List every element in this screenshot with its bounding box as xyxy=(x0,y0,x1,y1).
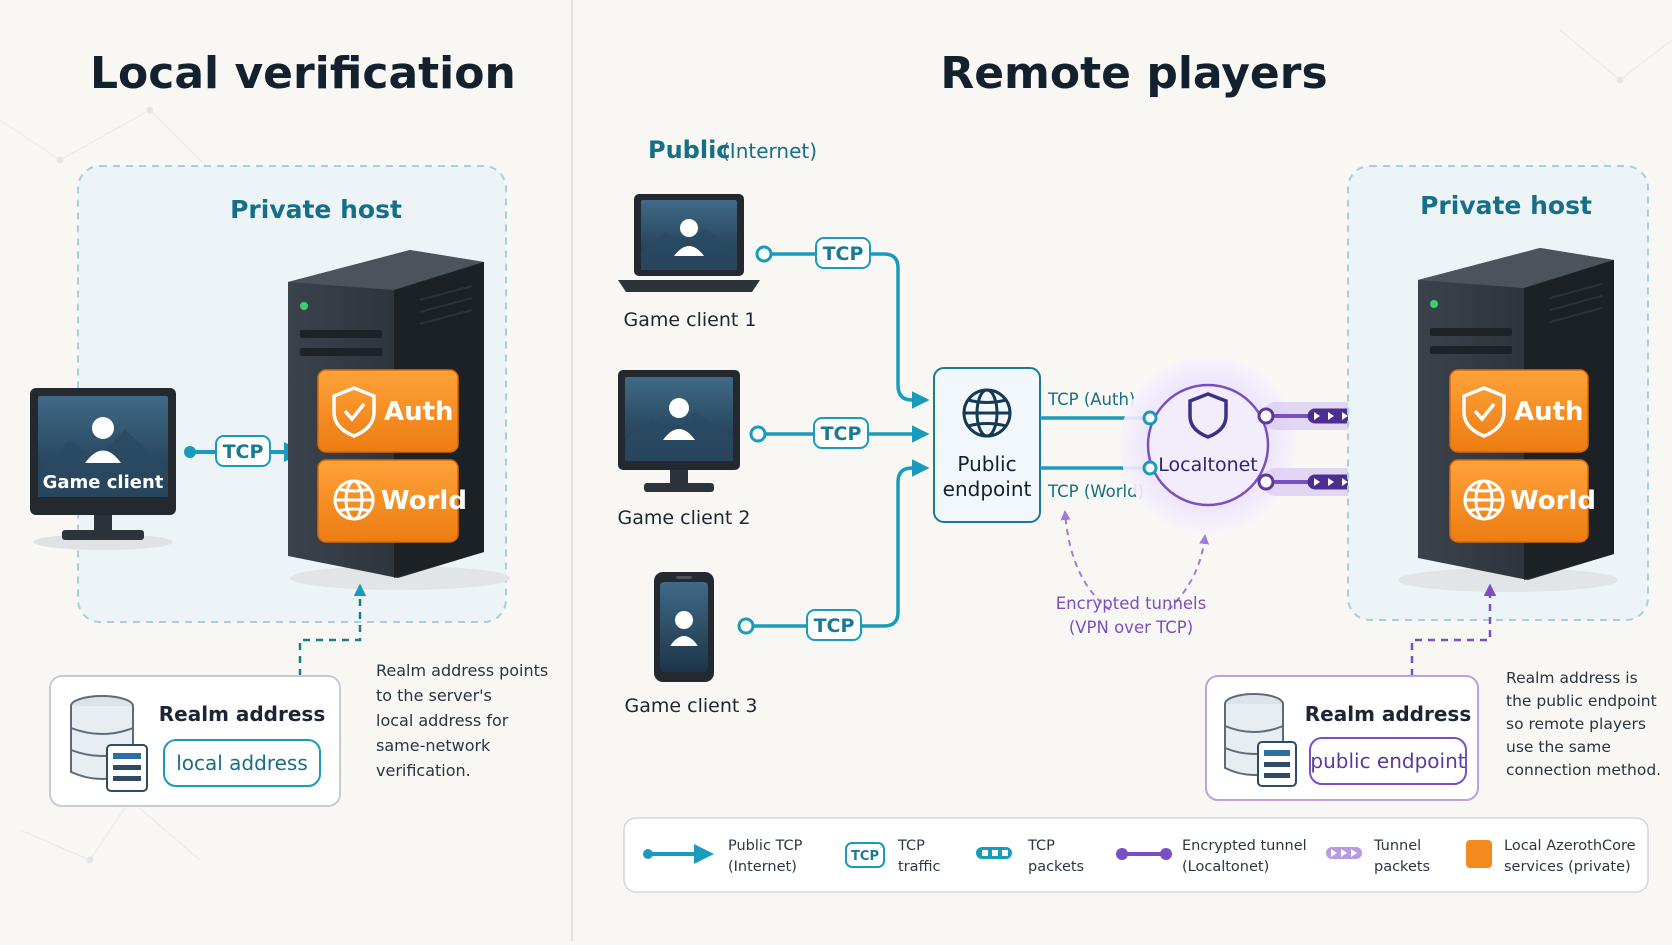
svg-text:use the same: use the same xyxy=(1506,738,1611,756)
database-icon xyxy=(1224,693,1297,787)
local-auth-service xyxy=(317,369,459,453)
remote-realm-value-pill xyxy=(1309,737,1467,785)
svg-text:to the server's: to the server's xyxy=(376,686,492,705)
local-title: Local verification xyxy=(90,48,516,99)
public-paren-label: (Internet) xyxy=(722,139,817,163)
svg-text:Realm address points: Realm address points xyxy=(376,661,548,680)
remote-realm-connector xyxy=(1410,583,1497,676)
tcp-badge-3 xyxy=(806,609,862,641)
tunnel-packets-icon xyxy=(1326,847,1362,859)
public-endpoint-label-2: endpoint xyxy=(943,477,1032,501)
legend-encrypted-tunnel: Encrypted tunnel (Localtonet) xyxy=(1116,838,1307,875)
desktop-icon xyxy=(618,370,740,492)
tcp-world-label: TCP (World) xyxy=(1047,482,1144,501)
svg-text:services (private): services (private) xyxy=(1504,859,1631,875)
tcp-packets-icon xyxy=(976,847,1012,859)
svg-text:Encrypted tunnel: Encrypted tunnel xyxy=(1182,838,1307,854)
svg-text:TCP: TCP xyxy=(897,838,925,854)
remote-title: Remote players xyxy=(940,48,1327,99)
game-client-1-label: Game client 1 xyxy=(624,309,757,331)
localtonet-label: Localtonet xyxy=(1158,454,1258,476)
local-note: Realm address points to the server's loc… xyxy=(376,661,548,780)
legend-tcp-packets: TCP packets xyxy=(976,838,1084,875)
encrypted-label-1: Encrypted tunnels xyxy=(1056,594,1207,613)
shield-check-icon xyxy=(332,386,376,438)
svg-text:verification.: verification. xyxy=(376,761,471,780)
svg-text:(Localtonet): (Localtonet) xyxy=(1182,859,1269,875)
svg-text:(Internet): (Internet) xyxy=(728,859,797,875)
tcp-auth-label: TCP (Auth) xyxy=(1047,390,1135,409)
tcp-badge-1 xyxy=(815,237,871,269)
globe-icon xyxy=(962,388,1012,438)
remote-realm-value: public endpoint xyxy=(1310,749,1465,773)
encrypted-label-2: (VPN over TCP) xyxy=(1069,618,1193,637)
public-label: Public xyxy=(648,136,731,164)
globe-icon xyxy=(1463,479,1505,521)
svg-text:packets: packets xyxy=(1028,859,1084,875)
local-services-swatch-icon xyxy=(1466,840,1492,868)
public-endpoint-box xyxy=(933,367,1041,523)
remote-auth-service xyxy=(1449,369,1589,453)
background-network xyxy=(0,29,1672,864)
svg-text:Public TCP: Public TCP xyxy=(728,838,803,854)
local-auth-label: Auth xyxy=(384,397,454,427)
legend-local-services: Local AzerothCore services (private) xyxy=(1466,838,1636,875)
game-client-3-label: Game client 3 xyxy=(625,695,758,717)
remote-note: Realm address is the public endpoint so … xyxy=(1506,669,1661,779)
svg-text:traffic: traffic xyxy=(898,859,941,875)
svg-text:TCP: TCP xyxy=(851,849,879,864)
local-realm-value-pill xyxy=(163,739,321,787)
local-realm-connector xyxy=(298,583,367,676)
local-world-label: World xyxy=(381,486,467,516)
local-private-host-label: Private host xyxy=(230,195,402,224)
local-realm-title: Realm address xyxy=(159,702,325,726)
svg-text:the public endpoint: the public endpoint xyxy=(1506,692,1657,710)
local-game-client-label: Game client xyxy=(43,472,164,493)
tcp-badge-3-label: TCP xyxy=(814,615,855,637)
local-realm-value: local address xyxy=(176,751,308,775)
svg-text:Tunnel: Tunnel xyxy=(1373,838,1421,854)
laptop-icon xyxy=(618,194,760,292)
svg-text:so remote players: so remote players xyxy=(1506,715,1646,733)
game-client-2-label: Game client 2 xyxy=(618,507,751,529)
database-icon xyxy=(70,695,148,792)
legend-tunnel-packets: Tunnel packets xyxy=(1326,838,1430,875)
svg-text:local address for: local address for xyxy=(376,711,509,730)
local-tcp-badge xyxy=(215,435,271,467)
tcp-badge-1-label: TCP xyxy=(823,243,864,265)
svg-text:Local AzerothCore: Local AzerothCore xyxy=(1504,838,1636,854)
tcp-badge-2 xyxy=(813,417,869,449)
localtonet-node xyxy=(1146,383,1270,507)
remote-auth-label: Auth xyxy=(1514,397,1584,427)
public-endpoint-label-1: Public xyxy=(957,452,1016,476)
tcp-badge-2-label: TCP xyxy=(821,423,862,445)
svg-text:connection method.: connection method. xyxy=(1506,761,1661,779)
svg-text:same-network: same-network xyxy=(376,736,491,755)
remote-realm-title: Realm address xyxy=(1305,702,1471,726)
remote-world-label: World xyxy=(1510,486,1596,516)
local-tcp-label: TCP xyxy=(223,441,264,463)
globe-icon xyxy=(333,479,375,521)
svg-text:Realm address is: Realm address is xyxy=(1506,669,1638,687)
tcp-badge-icon xyxy=(845,842,885,868)
svg-text:packets: packets xyxy=(1374,859,1430,875)
phone-icon xyxy=(654,572,714,682)
local-game-client-monitor xyxy=(30,388,176,550)
user-icon xyxy=(92,417,114,439)
shield-check-icon xyxy=(1462,386,1506,438)
shield-icon xyxy=(1188,392,1228,439)
legend-public-tcp: Public TCP (Internet) xyxy=(643,838,803,875)
legend-tcp-traffic: TCP TCP traffic xyxy=(845,838,941,875)
svg-text:TCP: TCP xyxy=(1027,838,1055,854)
remote-private-host-label: Private host xyxy=(1420,191,1592,220)
